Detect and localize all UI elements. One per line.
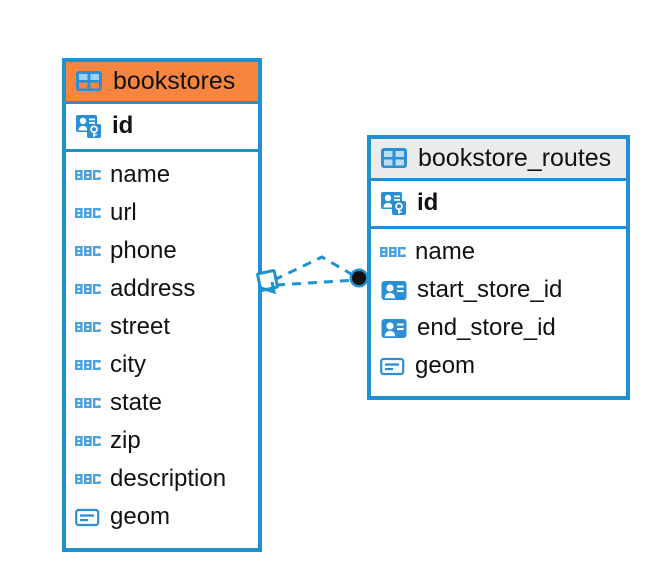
- primary-key-icon: [381, 192, 406, 215]
- field-row[interactable]: zip: [74, 422, 250, 460]
- entity-header-bookstore-routes[interactable]: bookstore_routes: [371, 139, 626, 181]
- field-row[interactable]: description: [74, 460, 250, 498]
- field-label: state: [110, 389, 163, 416]
- fields-section-bookstore-routes: name start_store_id: [371, 229, 626, 392]
- primary-key-icon: [76, 115, 101, 138]
- field-label: geom: [110, 503, 171, 530]
- abc-text-icon: [75, 246, 101, 256]
- entity-title: bookstores: [113, 66, 236, 95]
- abc-text-icon: [75, 208, 101, 218]
- relationship-connector[interactable]: [252, 240, 382, 320]
- relationship-line-middle: [275, 278, 357, 287]
- relationship-target-dot: [349, 268, 369, 288]
- abc-text-icon: [75, 360, 101, 370]
- field-row[interactable]: url: [74, 194, 250, 232]
- table-icon: [381, 148, 407, 168]
- geometry-icon: [380, 357, 405, 376]
- abc-text-icon: [380, 247, 406, 257]
- fields-section-bookstores: name url: [66, 152, 258, 543]
- foreign-key-icon: [381, 281, 407, 300]
- field-row[interactable]: id: [379, 184, 618, 222]
- abc-text-icon: [75, 322, 101, 332]
- field-row[interactable]: start_store_id: [379, 271, 618, 309]
- field-row[interactable]: name: [379, 233, 618, 271]
- abc-text-icon: [75, 170, 101, 180]
- field-label: street: [110, 313, 171, 340]
- field-label: zip: [110, 427, 141, 454]
- entity-bookstores[interactable]: bookstores id: [62, 58, 262, 552]
- field-row[interactable]: geom: [379, 347, 618, 385]
- field-row[interactable]: state: [74, 384, 250, 422]
- field-row[interactable]: id: [74, 107, 250, 145]
- abc-text-icon: [75, 436, 101, 446]
- field-row[interactable]: geom: [74, 498, 250, 536]
- field-row[interactable]: end_store_id: [379, 309, 618, 347]
- field-label: address: [110, 275, 196, 302]
- field-label: end_store_id: [417, 314, 556, 341]
- field-row[interactable]: phone: [74, 232, 250, 270]
- primary-key-section-bookstores: id: [66, 104, 258, 152]
- entity-header-bookstores[interactable]: bookstores: [66, 62, 258, 104]
- field-label: geom: [415, 352, 476, 379]
- field-row[interactable]: name: [74, 156, 250, 194]
- field-label: phone: [110, 237, 177, 264]
- table-icon: [76, 71, 102, 91]
- abc-text-icon: [75, 398, 101, 408]
- entity-title: bookstore_routes: [418, 143, 612, 172]
- field-label: name: [415, 238, 476, 265]
- primary-key-section-bookstore-routes: id: [371, 181, 626, 229]
- abc-text-icon: [75, 284, 101, 294]
- geometry-icon: [75, 508, 100, 527]
- abc-text-icon: [75, 474, 101, 484]
- field-label: city: [110, 351, 146, 378]
- field-label: start_store_id: [417, 276, 563, 303]
- field-label: description: [110, 465, 227, 492]
- field-label: id: [417, 189, 439, 216]
- field-row[interactable]: city: [74, 346, 250, 384]
- field-row[interactable]: street: [74, 308, 250, 346]
- field-label: url: [110, 199, 137, 226]
- entity-bookstore-routes[interactable]: bookstore_routes id: [367, 135, 630, 400]
- relationship-line-upper: [273, 255, 359, 282]
- field-label: id: [112, 112, 134, 139]
- field-label: name: [110, 161, 171, 188]
- foreign-key-icon: [381, 319, 407, 338]
- field-row[interactable]: address: [74, 270, 250, 308]
